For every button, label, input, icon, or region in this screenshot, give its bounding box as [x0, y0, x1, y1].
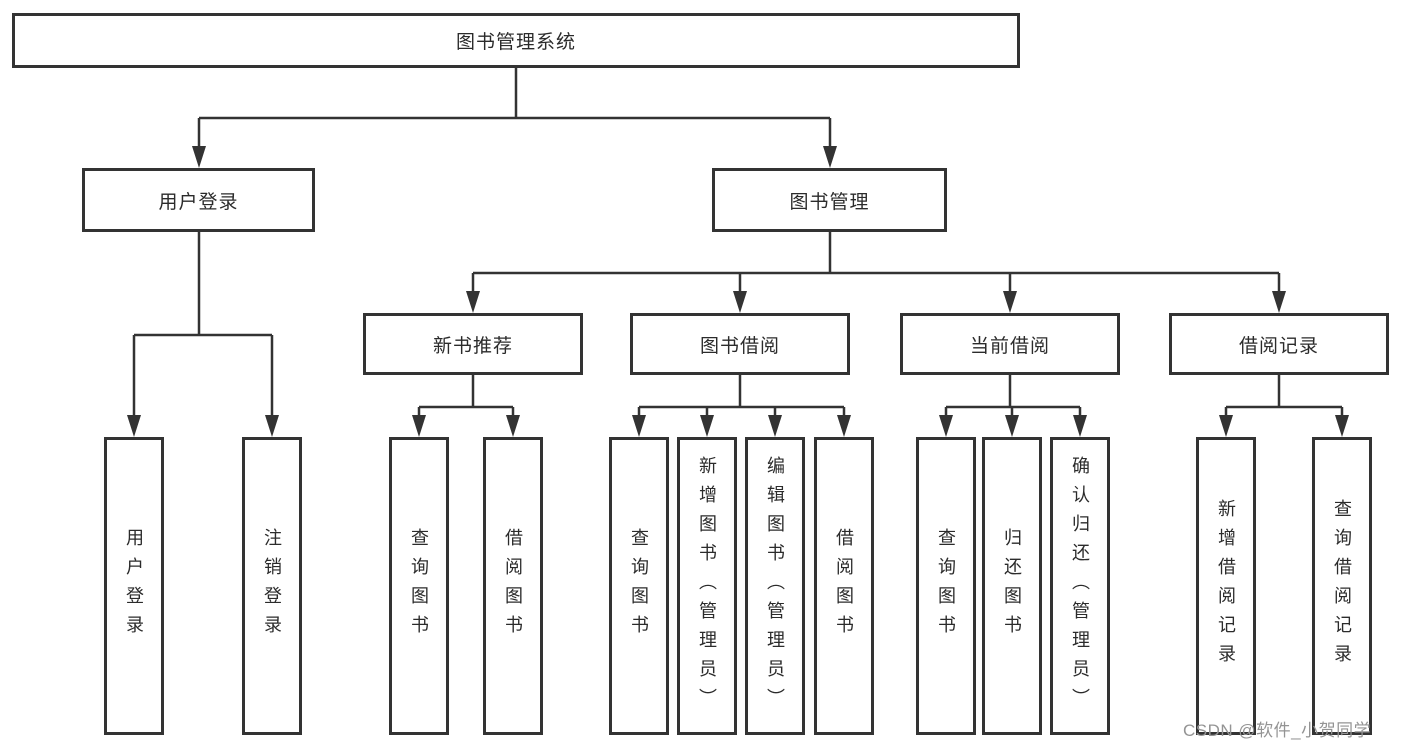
leaf-return-book: 归还图书 [982, 437, 1042, 735]
leaf-query-books-recommend-label: 查询图书 [409, 528, 429, 644]
node-borrow-records: 借阅记录 [1169, 313, 1389, 375]
leaf-query-books-current: 查询图书 [916, 437, 976, 735]
leaf-add-book-admin-label: 新增图书（管理员） [697, 455, 717, 717]
watermark: CSDN @软件_小贺同学 [1183, 721, 1372, 740]
node-root: 图书管理系统 [12, 13, 1020, 68]
node-new-book-recommend-label: 新书推荐 [432, 335, 513, 357]
leaf-user-login-label: 用户登录 [124, 528, 144, 644]
node-book-borrow: 图书借阅 [630, 313, 850, 375]
node-current-borrow: 当前借阅 [900, 313, 1120, 375]
leaf-logout: 注销登录 [242, 437, 302, 735]
leaf-confirm-return-admin-label: 确认归还（管理员） [1070, 455, 1090, 717]
node-book-borrow-label: 图书借阅 [699, 335, 780, 357]
leaf-edit-book-admin-label: 编辑图书（管理员） [765, 455, 785, 717]
node-user-login-label: 用户登录 [158, 191, 239, 213]
leaf-query-borrow-record-label: 查询借阅记录 [1332, 499, 1352, 673]
leaf-borrow-books-recommend-label: 借阅图书 [503, 528, 523, 644]
leaf-edit-book-admin: 编辑图书（管理员） [745, 437, 805, 735]
node-borrow-records-label: 借阅记录 [1238, 335, 1319, 357]
node-user-login: 用户登录 [82, 168, 315, 232]
leaf-confirm-return-admin: 确认归还（管理员） [1050, 437, 1110, 735]
leaf-user-login: 用户登录 [104, 437, 164, 735]
leaf-borrow-books-recommend: 借阅图书 [483, 437, 543, 735]
leaf-query-books-borrow-label: 查询图书 [629, 528, 649, 644]
leaf-logout-label: 注销登录 [262, 528, 282, 644]
leaf-query-books-current-label: 查询图书 [936, 528, 956, 644]
leaf-add-borrow-record: 新增借阅记录 [1196, 437, 1256, 735]
leaf-borrow-books-label: 借阅图书 [834, 528, 854, 644]
leaf-query-borrow-record: 查询借阅记录 [1312, 437, 1372, 735]
leaf-query-books-recommend: 查询图书 [389, 437, 449, 735]
node-root-label: 图书管理系统 [455, 32, 576, 53]
node-new-book-recommend: 新书推荐 [363, 313, 583, 375]
node-book-management-label: 图书管理 [789, 191, 870, 213]
leaf-add-book-admin: 新增图书（管理员） [677, 437, 737, 735]
leaf-borrow-books: 借阅图书 [814, 437, 874, 735]
node-current-borrow-label: 当前借阅 [969, 335, 1050, 357]
node-book-management: 图书管理 [712, 168, 947, 232]
leaf-return-book-label: 归还图书 [1002, 528, 1022, 644]
leaf-query-books-borrow: 查询图书 [609, 437, 669, 735]
leaf-add-borrow-record-label: 新增借阅记录 [1216, 499, 1236, 673]
